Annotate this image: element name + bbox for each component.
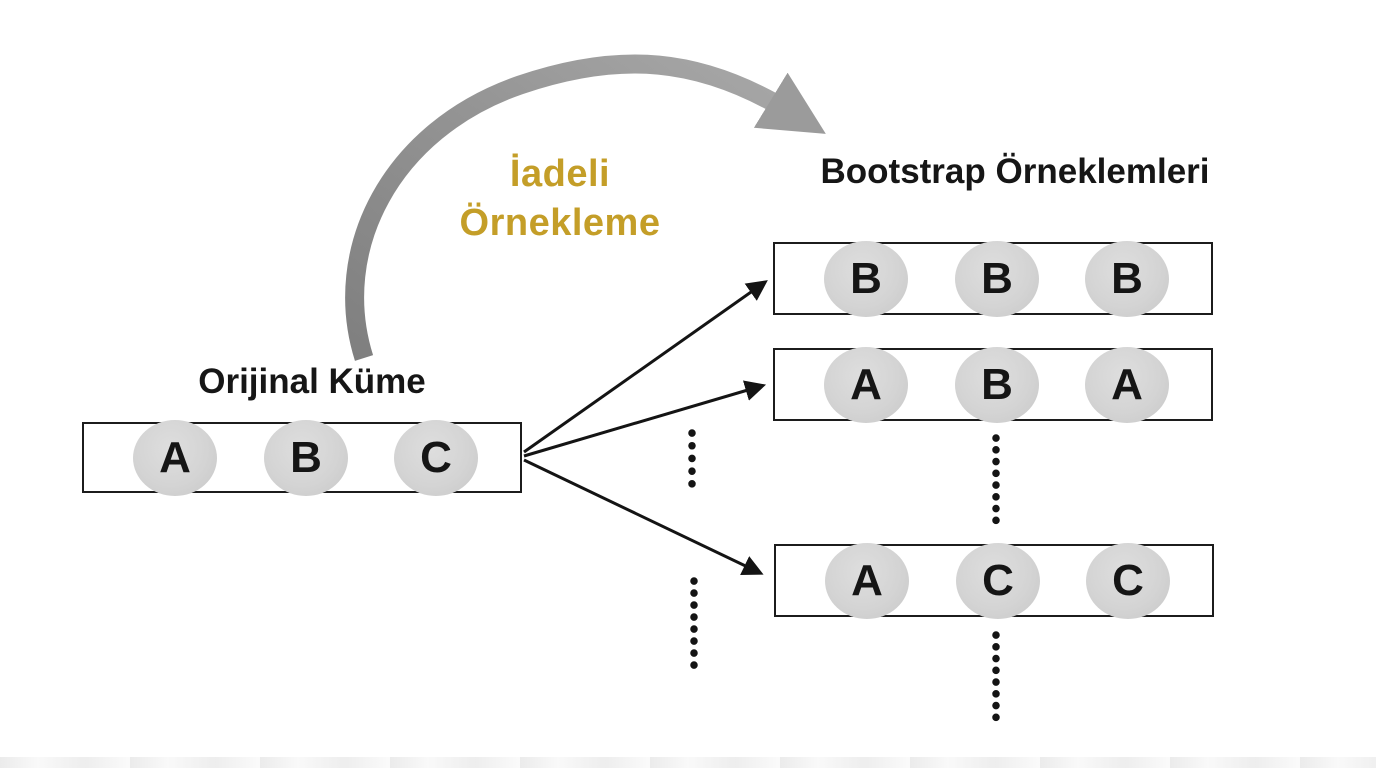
original-set-box: A B C	[82, 420, 522, 496]
set-item-circle: A	[1085, 347, 1169, 423]
fan-arrow-sample-1	[523, 280, 768, 454]
set-item-circle: B	[264, 420, 348, 496]
set-item-circle: A	[825, 543, 909, 619]
set-item-label: B	[1111, 254, 1143, 303]
bootstrap-sample-box-1: B B B	[773, 241, 1213, 317]
set-item-label: C	[1112, 556, 1144, 605]
sampling-method-label: İadeli Örnekleme	[459, 153, 661, 244]
set-item-circle: A	[824, 347, 908, 423]
bootstrap-sample-box-3: A C C	[774, 543, 1214, 619]
set-item-label: B	[290, 433, 322, 482]
set-item-label: C	[420, 433, 452, 482]
set-item-label: A	[851, 556, 883, 605]
set-item-label: B	[850, 254, 882, 303]
resample-curved-arrow	[345, 54, 826, 361]
set-item-label: B	[981, 360, 1013, 409]
set-item-circle: B	[824, 241, 908, 317]
original-set-title: Orijinal Küme	[198, 362, 426, 401]
set-item-circle: C	[394, 420, 478, 496]
set-item-label: A	[159, 433, 191, 482]
set-item-circle: B	[955, 347, 1039, 423]
set-item-label: C	[982, 556, 1014, 605]
set-item-circle: B	[955, 241, 1039, 317]
set-item-label: A	[850, 360, 882, 409]
set-item-label: B	[981, 254, 1013, 303]
set-item-circle: C	[1086, 543, 1170, 619]
bootstrap-samples-title: Bootstrap Örneklemleri	[820, 152, 1210, 191]
fan-arrow-sample-2	[523, 380, 767, 458]
set-item-circle: C	[956, 543, 1040, 619]
fan-arrow-sample-3	[523, 458, 764, 576]
set-item-circle: B	[1085, 241, 1169, 317]
set-item-circle: A	[133, 420, 217, 496]
set-item-label: A	[1111, 360, 1143, 409]
bootstrap-sample-box-2: A B A	[773, 347, 1213, 423]
bottom-compression-artifact	[0, 757, 1376, 768]
